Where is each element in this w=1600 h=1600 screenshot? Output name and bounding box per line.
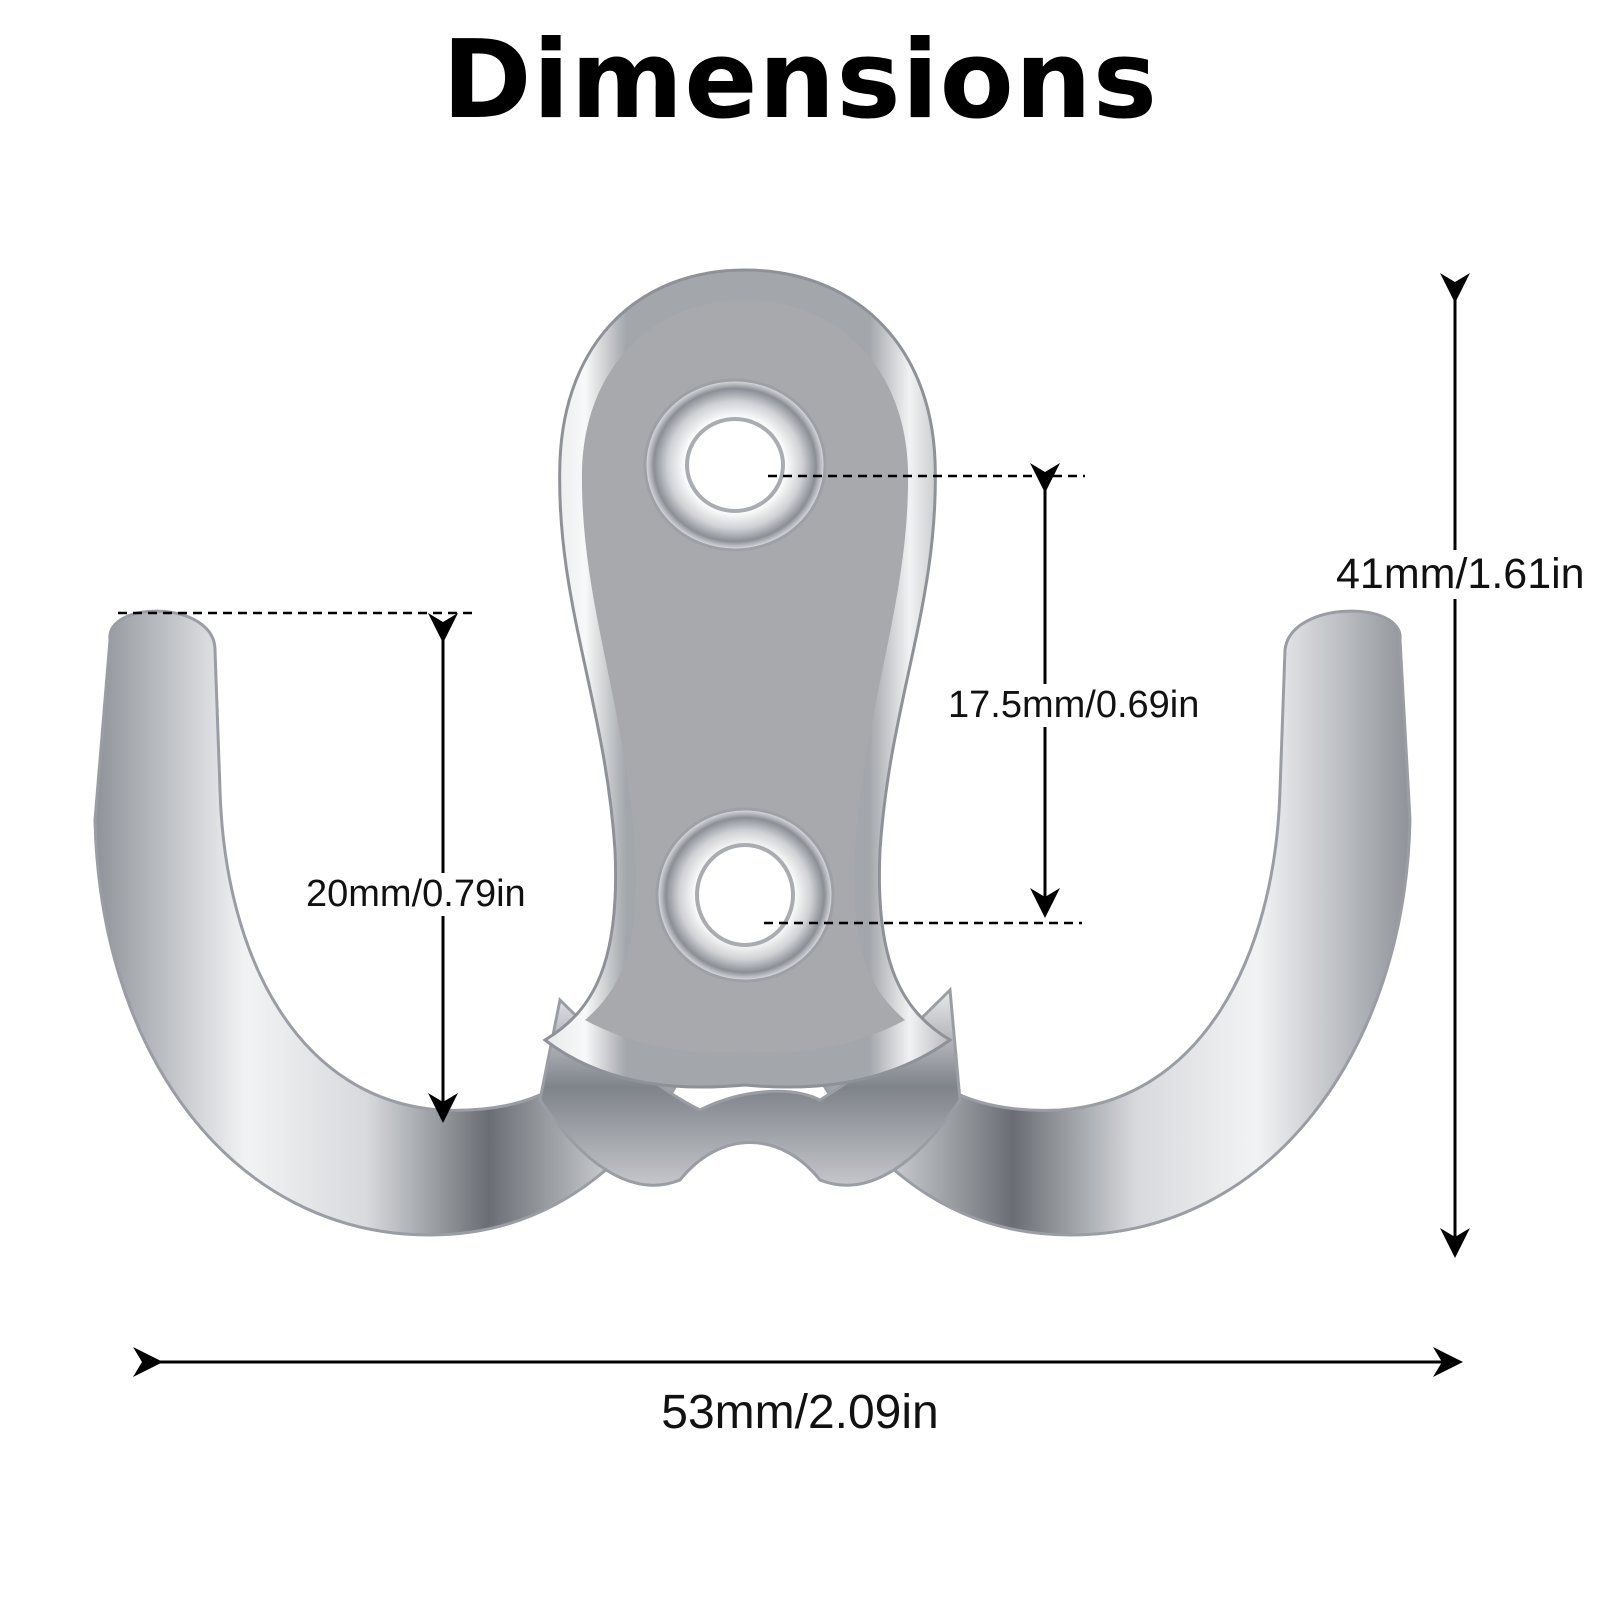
- height-label: 41mm/1.61in: [1332, 550, 1589, 599]
- top-screw-hole: [643, 378, 827, 552]
- width-label: 53mm/2.09in: [661, 1386, 939, 1439]
- hole-spacing-label: 17.5mm/0.69in: [944, 684, 1204, 727]
- page-title: Dimensions: [441, 18, 1158, 143]
- bottom-screw-hole: [655, 807, 835, 983]
- hook-depth-label: 20mm/0.79in: [302, 873, 530, 916]
- double-hook-image: [93, 268, 1412, 1237]
- hook-bridge: [538, 986, 962, 1187]
